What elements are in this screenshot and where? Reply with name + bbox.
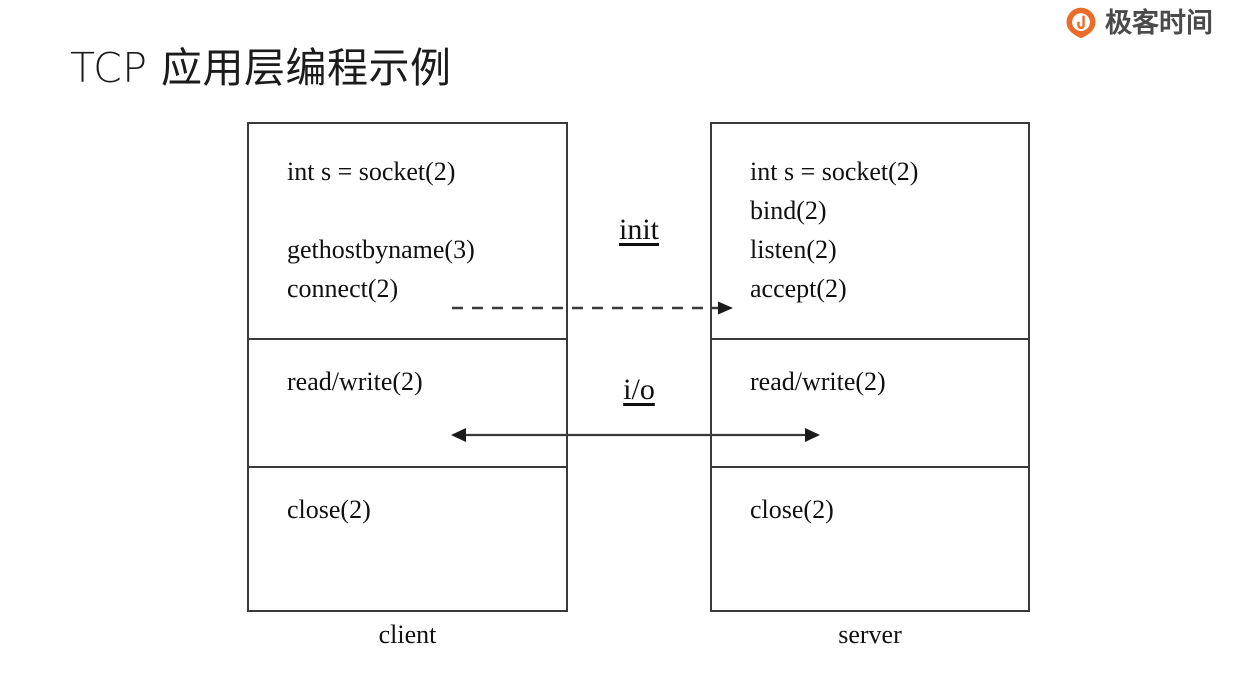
server-column-box: int s = socket(2) bind(2) listen(2) acce… bbox=[710, 122, 1030, 612]
client-init-section: int s = socket(2) gethostbyname(3) conne… bbox=[287, 152, 558, 308]
brand-name: 极客时间 bbox=[1105, 7, 1213, 38]
client-gethostbyname-line: gethostbyname(3) bbox=[287, 235, 475, 264]
init-phase-label: init bbox=[618, 213, 659, 246]
client-socket-line: int s = socket(2) bbox=[287, 157, 456, 186]
server-bind-line: bind(2) bbox=[750, 196, 827, 225]
server-listen-line: listen(2) bbox=[750, 235, 837, 264]
client-io-section: read/write(2) bbox=[287, 362, 558, 401]
server-close-line: close(2) bbox=[750, 495, 834, 524]
server-socket-line: int s = socket(2) bbox=[750, 157, 919, 186]
server-caption: server bbox=[838, 620, 902, 649]
server-divider-init-io bbox=[712, 338, 1028, 340]
client-readwrite-line: read/write(2) bbox=[287, 367, 423, 396]
server-close-section: close(2) bbox=[750, 490, 1020, 529]
client-spacer bbox=[287, 191, 558, 230]
client-connect-line: connect(2) bbox=[287, 274, 399, 303]
server-io-section: read/write(2) bbox=[750, 362, 1020, 401]
client-divider-io-close bbox=[249, 466, 566, 468]
client-close-line: close(2) bbox=[287, 495, 371, 524]
client-divider-init-io bbox=[249, 338, 566, 340]
page-title: TCP 应用层编程示例 bbox=[70, 44, 452, 92]
server-init-section: int s = socket(2) bind(2) listen(2) acce… bbox=[750, 152, 1020, 308]
io-phase-label: i/o bbox=[623, 373, 655, 406]
server-readwrite-line: read/write(2) bbox=[750, 367, 886, 396]
brand-logo: 极客时间 bbox=[1064, 6, 1213, 40]
client-column-box: int s = socket(2) gethostbyname(3) conne… bbox=[247, 122, 568, 612]
client-caption: client bbox=[378, 620, 437, 649]
geekbang-circle-logo-icon bbox=[1066, 7, 1096, 39]
client-close-section: close(2) bbox=[287, 490, 558, 529]
server-divider-io-close bbox=[712, 466, 1028, 468]
server-accept-line: accept(2) bbox=[750, 274, 847, 303]
